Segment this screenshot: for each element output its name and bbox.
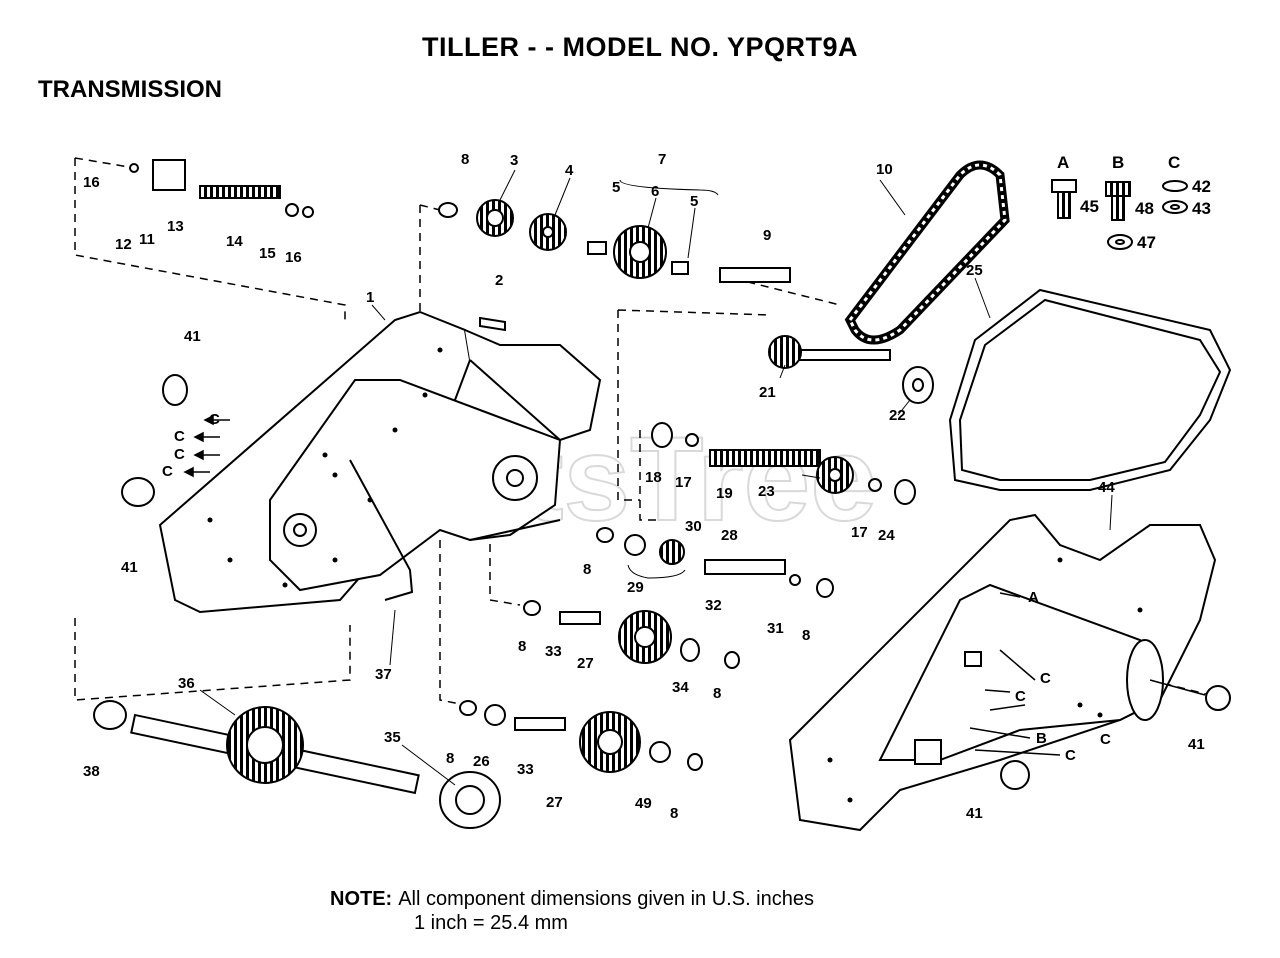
callout-49: 49 <box>635 795 652 812</box>
callout-7: 7 <box>658 151 666 168</box>
callout-17-b: 17 <box>851 524 868 541</box>
label-a: A <box>1028 589 1039 606</box>
callout-27-b: 27 <box>546 794 563 811</box>
callout-1: 1 <box>366 289 374 306</box>
kit-header-b: B <box>1112 153 1124 172</box>
callout-36: 36 <box>178 675 195 692</box>
callout-8-g: 8 <box>670 805 678 822</box>
callout-41-d: 41 <box>966 805 983 822</box>
callout-15: 15 <box>259 245 276 262</box>
housing-gasket <box>948 288 1232 491</box>
callout-8-d: 8 <box>518 638 526 655</box>
label-c-6: C <box>1015 688 1026 705</box>
callout-27-a: 27 <box>577 655 594 672</box>
page-title: TILLER - - MODEL NO. YPQRT9A <box>421 32 859 62</box>
callout-30: 30 <box>685 518 702 535</box>
label-c-2: C <box>174 428 185 445</box>
callout-16-top: 16 <box>83 174 100 191</box>
note-line-2: 1 inch = 25.4 mm <box>414 912 568 934</box>
callout-23: 23 <box>758 483 775 500</box>
callout-41-b: 41 <box>121 559 138 576</box>
callout-33-b: 33 <box>517 761 534 778</box>
left-housing-half <box>158 310 602 614</box>
callout-9: 9 <box>763 227 771 244</box>
callout-34: 34 <box>672 679 689 696</box>
callout-2: 2 <box>495 272 503 289</box>
callout-24: 24 <box>878 527 895 544</box>
callout-41-a: 41 <box>184 328 201 345</box>
callout-35: 35 <box>384 729 401 746</box>
label-c-3: C <box>174 446 185 463</box>
callout-31: 31 <box>767 620 784 637</box>
label-c-7: C <box>1100 731 1111 748</box>
note-label: NOTE: <box>330 888 393 910</box>
callout-29: 29 <box>627 579 644 596</box>
callout-22: 22 <box>889 407 906 424</box>
gears-and-bearings <box>93 199 1231 829</box>
hardware-kit-labels: A B C 45 48 42 43 47 <box>1057 153 1211 252</box>
callout-8-f: 8 <box>446 750 454 767</box>
label-c-5: C <box>1040 670 1051 687</box>
callout-37: 37 <box>375 666 392 683</box>
callout-12: 12 <box>115 236 132 253</box>
kit-header-c: C <box>1168 153 1180 172</box>
callout-10: 10 <box>876 161 893 178</box>
kit-item-42: 42 <box>1192 177 1211 196</box>
callout-18: 18 <box>645 469 662 486</box>
dimensions-note: NOTE:All component dimensions given in U… <box>330 888 814 910</box>
shift-lever <box>349 459 561 601</box>
upper-shaft-assembly <box>129 159 314 218</box>
callout-44: 44 <box>1098 479 1115 496</box>
callout-11: 11 <box>139 231 155 248</box>
callout-5a: 5 <box>612 179 620 196</box>
right-housing-half <box>788 513 1217 832</box>
callout-13: 13 <box>167 218 184 235</box>
hardware-kit-icons <box>1051 179 1188 250</box>
label-c-1: C <box>209 411 220 428</box>
callout-28: 28 <box>721 527 738 544</box>
callout-19: 19 <box>716 485 733 502</box>
section-heading: TRANSMISSION <box>38 76 223 103</box>
kit-item-43: 43 <box>1192 199 1211 218</box>
callout-14: 14 <box>226 233 243 250</box>
callout-8-top: 8 <box>461 151 469 168</box>
callout-8-c: 8 <box>802 627 810 644</box>
callout-3: 3 <box>510 152 518 169</box>
drive-chain <box>844 160 1010 345</box>
leader-lines <box>199 169 1113 786</box>
callout-5b: 5 <box>690 193 698 210</box>
kit-item-47: 47 <box>1137 233 1156 252</box>
note-line-1: All component dimensions given in U.S. i… <box>398 888 814 910</box>
kit-item-45: 45 <box>1080 197 1099 216</box>
kit-header-a: A <box>1057 153 1069 172</box>
callout-41-c: 41 <box>1188 736 1205 753</box>
callout-26: 26 <box>473 753 490 770</box>
callout-33-a: 33 <box>545 643 562 660</box>
callout-25: 25 <box>966 262 983 279</box>
label-b: B <box>1036 730 1047 747</box>
direction-arrows <box>183 414 1206 756</box>
callout-4: 4 <box>565 162 574 179</box>
label-c-4: C <box>162 463 173 480</box>
callout-6: 6 <box>651 183 659 200</box>
callout-labels: 1 2 3 4 5 6 5 7 8 9 10 16 12 11 13 14 15… <box>83 151 1205 822</box>
callout-38: 38 <box>83 763 100 780</box>
callout-16: 16 <box>285 249 302 266</box>
callout-17-a: 17 <box>675 474 692 491</box>
label-c-8: C <box>1065 747 1076 764</box>
kit-item-48: 48 <box>1135 199 1154 218</box>
callout-21: 21 <box>759 384 776 401</box>
callout-8-e: 8 <box>713 685 721 702</box>
callout-32: 32 <box>705 597 722 614</box>
callout-8-b: 8 <box>583 561 591 578</box>
